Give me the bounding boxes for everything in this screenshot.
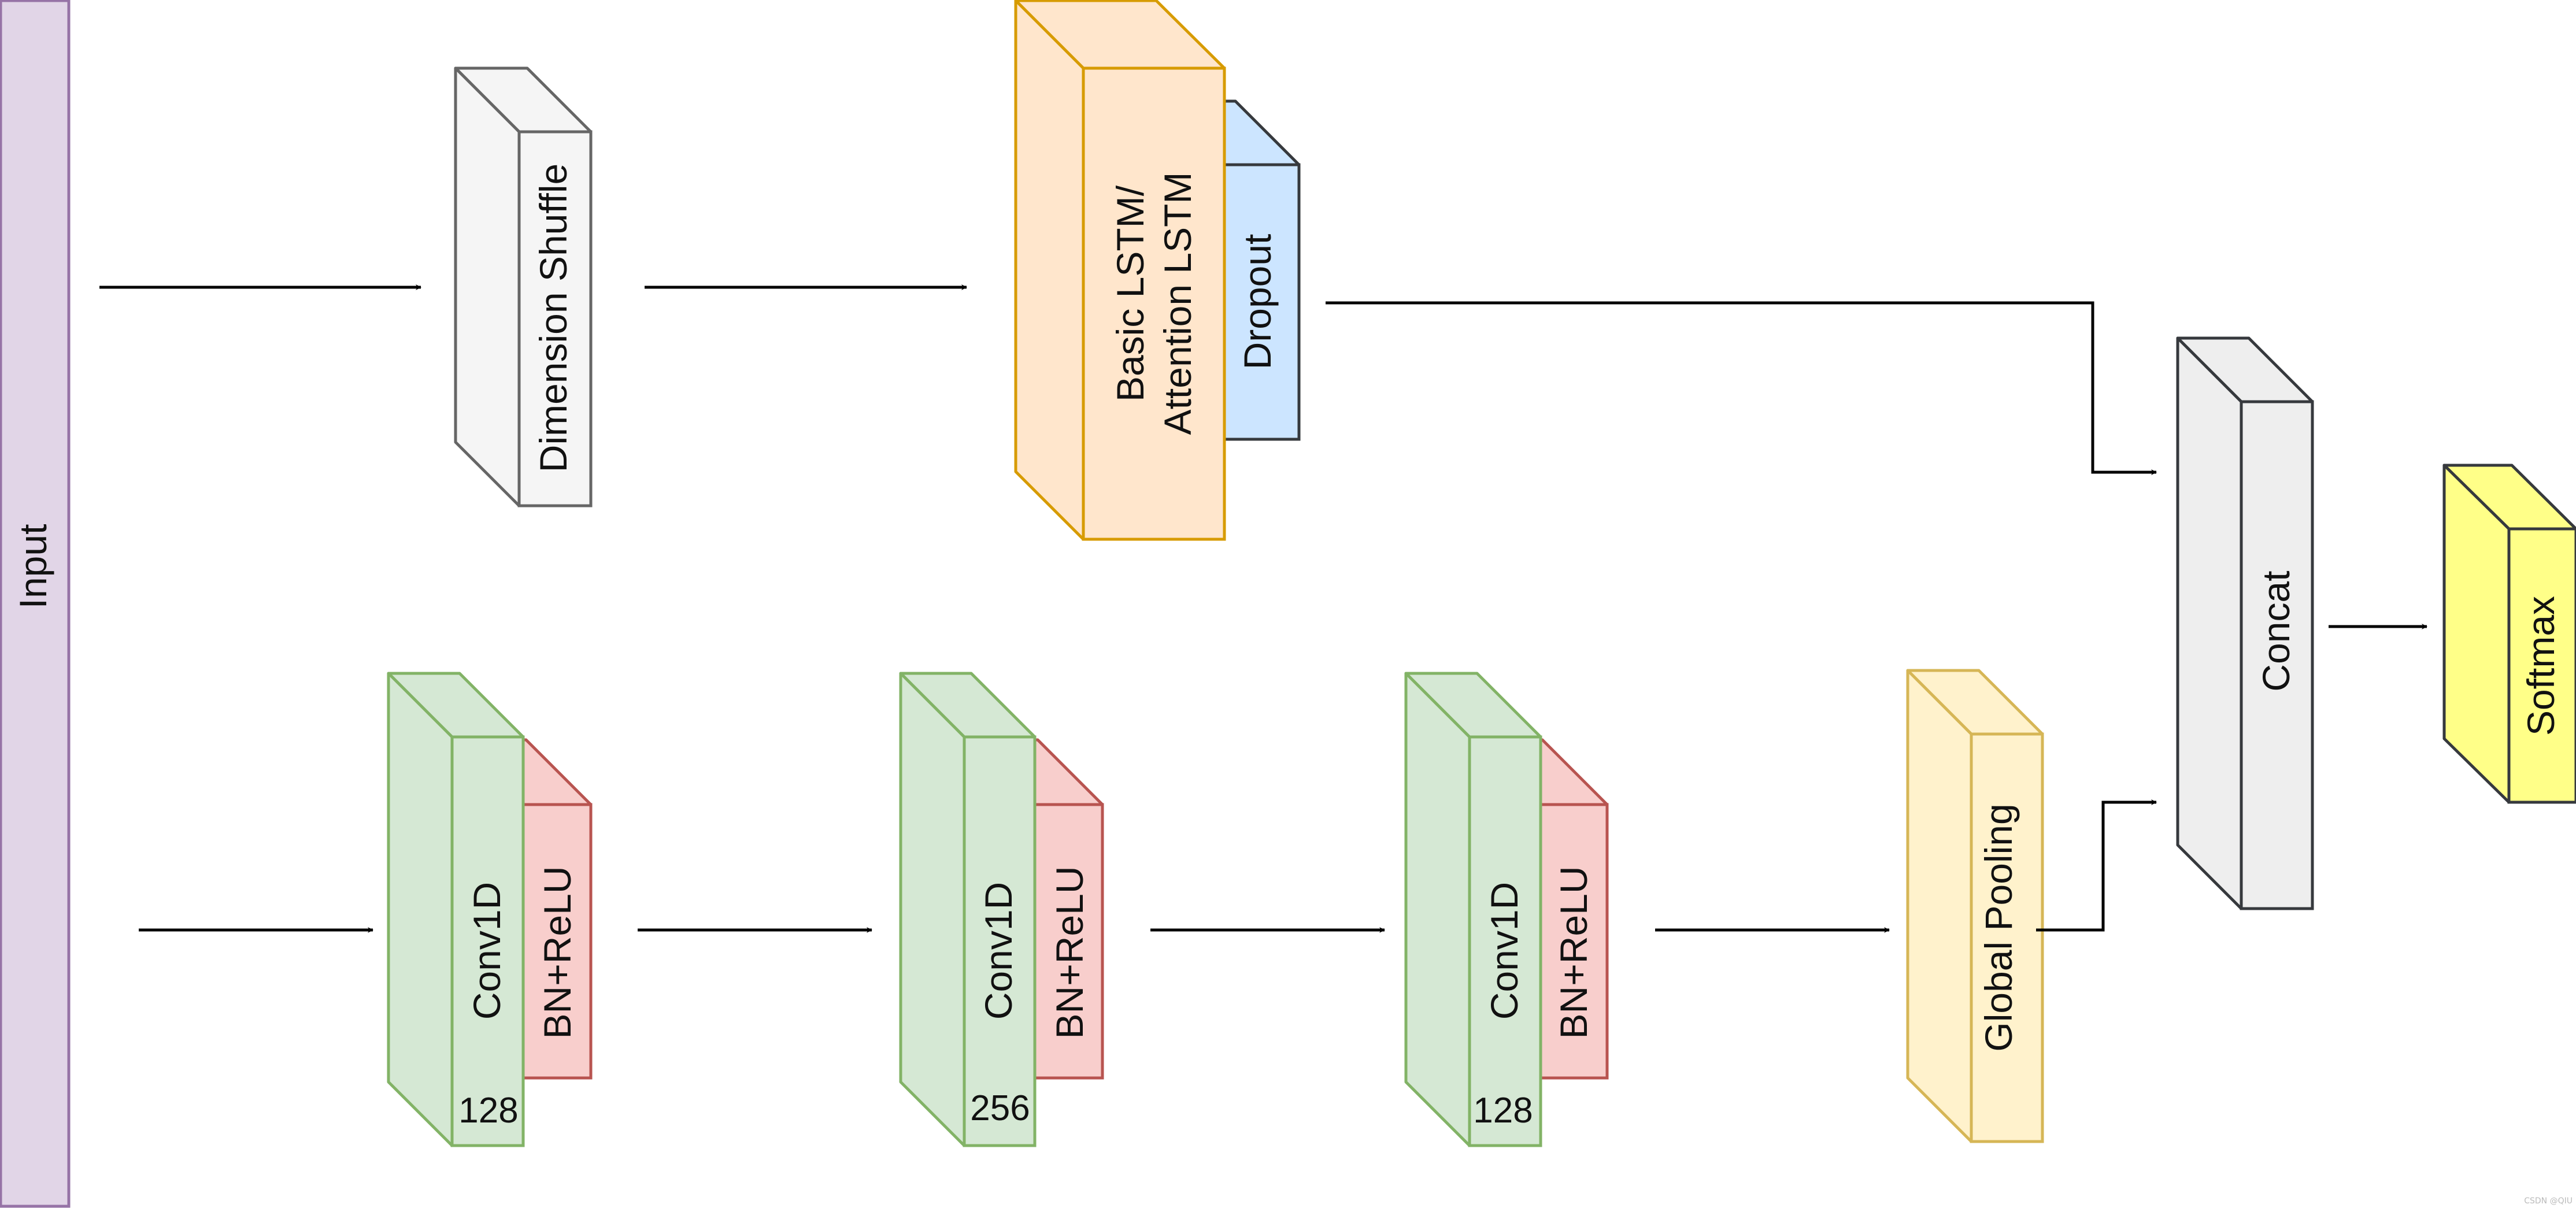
dimension-shuffle-label: Dimension Shuffle [532, 164, 575, 472]
bn-relu-front-face [1538, 803, 1609, 1080]
edge-lstm-to-concat [1326, 301, 2157, 475]
conv1d-label: Conv1D [977, 882, 1020, 1020]
conv-block-2: BN+ReLU Conv1D 256 [899, 672, 1104, 1147]
conv1d-front-face [963, 735, 1037, 1147]
bn-relu-label: BN+ReLU [1552, 866, 1595, 1039]
conv1d-filters: 128 [1473, 1091, 1533, 1131]
input-bar [0, 0, 71, 1208]
concat-front-face [2240, 400, 2314, 910]
lstm-label-line2: Attention LSTM [1156, 172, 1199, 435]
conv1d-side-face [1404, 672, 1471, 1147]
softmax-front-face [2507, 527, 2576, 804]
edge-global-pooling-to-concat [2036, 799, 2157, 932]
bn-relu-label: BN+ReLU [536, 866, 579, 1039]
conv1d-filters: 256 [970, 1088, 1030, 1128]
conv1d-front-face [450, 735, 525, 1147]
conv1d-side-face [899, 672, 966, 1147]
dropout-block: Dropout [1211, 99, 1301, 441]
conv1d-label: Conv1D [465, 882, 508, 1020]
edges [99, 284, 2427, 933]
global-pooling-block: Global Pooling [1906, 669, 2044, 1143]
conv1d-front-face [1468, 735, 1542, 1147]
concat-label: Concat [2255, 570, 2297, 691]
input-label: Input [12, 524, 54, 609]
lstm-side-face [1014, 0, 1085, 541]
conv-block-1: BN+ReLU Conv1D 128 [387, 672, 593, 1147]
dimension-shuffle-front-face [517, 130, 593, 507]
bn-relu-top-face [1030, 738, 1104, 806]
softmax-label: Softmax [2519, 596, 2562, 736]
lstm-label-line1: Basic LSTM/ [1109, 185, 1152, 402]
bn-relu-top-face [1535, 738, 1609, 806]
dimension-shuffle-block: Dimension Shuffle [454, 66, 593, 507]
lstm-front-face [1082, 66, 1226, 541]
watermark: CSDN @QIU [2524, 1196, 2573, 1206]
conv-block-3: BN+ReLU Conv1D 128 [1404, 672, 1609, 1147]
concat-block: Concat [2176, 336, 2314, 910]
concat-side-face [2176, 336, 2243, 910]
input-block: Input [0, 0, 71, 1208]
conv1d-side-face [387, 672, 454, 1147]
dropout-label: Dropout [1236, 234, 1279, 370]
bn-relu-top-face [519, 738, 593, 806]
global-pooling-label: Global Pooling [1977, 803, 2020, 1051]
bn-relu-front-face [1033, 803, 1104, 1080]
global-pooling-side-face [1906, 669, 1973, 1143]
lstm-block: Basic LSTM/ Attention LSTM [1014, 0, 1226, 541]
bn-relu-label: BN+ReLU [1048, 866, 1091, 1039]
softmax-block: Softmax [2442, 464, 2576, 804]
dimension-shuffle-side-face [454, 66, 521, 507]
conv1d-filters: 128 [458, 1091, 518, 1131]
conv1d-label: Conv1D [1483, 882, 1526, 1020]
global-pooling-front-face [1970, 732, 2044, 1143]
dropout-front-face [1223, 163, 1301, 441]
